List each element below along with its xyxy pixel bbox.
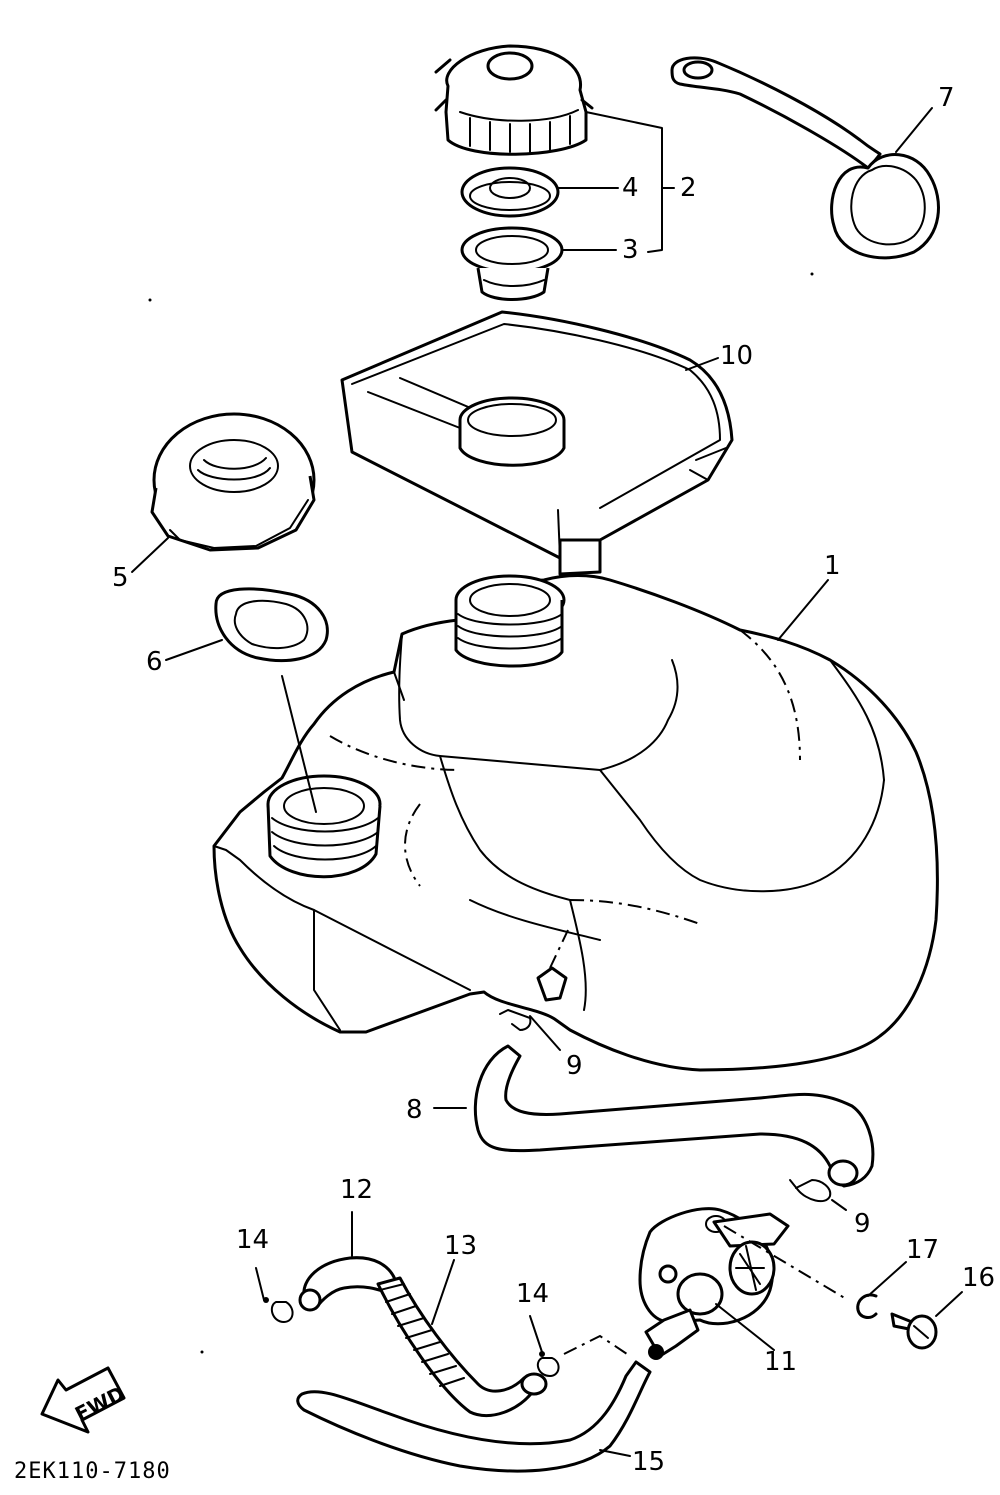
fuel-cap: [434, 44, 594, 156]
speck: [200, 1350, 204, 1354]
leader-6: [165, 639, 223, 661]
callout-17: 17: [906, 1235, 939, 1265]
filler-ring: [460, 226, 564, 301]
clip-upper: [499, 1009, 561, 1051]
callout-5: 5: [112, 563, 129, 593]
callout-11: 11: [764, 1347, 797, 1377]
cap-wrench: [670, 56, 940, 260]
callout-9-upper: 9: [566, 1051, 583, 1081]
callout-10: 10: [720, 341, 753, 371]
seal-ring: [214, 587, 329, 663]
tank-cover-tray: [340, 310, 734, 576]
speck: [148, 298, 152, 302]
spring-hose: [376, 1259, 548, 1418]
clip-lower: [789, 1179, 847, 1211]
leader-5: [131, 537, 169, 573]
long-hose: [296, 1360, 652, 1473]
filler-nut: [150, 412, 316, 552]
callout-14-right: 14: [516, 1279, 549, 1309]
callout-16: 16: [962, 1263, 995, 1293]
fuel-cock: [638, 1207, 790, 1360]
callout-15: 15: [632, 1447, 665, 1477]
seal-to-tank-line: [281, 675, 317, 813]
breather-hose: [433, 1044, 875, 1188]
cock-to-washer-line: [723, 1225, 849, 1301]
fuel-hose: [298, 1211, 398, 1312]
leader-1: [777, 579, 829, 641]
washer: [856, 1261, 907, 1319]
cap-assembly-leaders: [557, 111, 675, 253]
callout-8: 8: [406, 1095, 423, 1125]
callout-12: 12: [340, 1175, 373, 1205]
forward-arrow: FWD: [40, 1366, 129, 1434]
callout-14-left: 14: [236, 1225, 269, 1255]
callout-3: 3: [622, 235, 639, 265]
clip-left: [255, 1267, 294, 1323]
callout-7: 7: [938, 83, 955, 113]
cap-gasket: [460, 166, 560, 218]
speck: [810, 272, 814, 276]
callout-13: 13: [444, 1231, 477, 1261]
callout-2: 2: [680, 173, 697, 203]
callout-1: 1: [824, 551, 841, 581]
callout-9-lower: 9: [854, 1209, 871, 1239]
callout-4: 4: [622, 173, 639, 203]
clip-right: [529, 1315, 631, 1377]
fuel-tank: [212, 574, 939, 1072]
leader-10: [685, 357, 719, 371]
screw: [890, 1291, 963, 1350]
callout-6: 6: [146, 647, 163, 677]
drawing-code: 2EK110-7180: [14, 1459, 171, 1484]
